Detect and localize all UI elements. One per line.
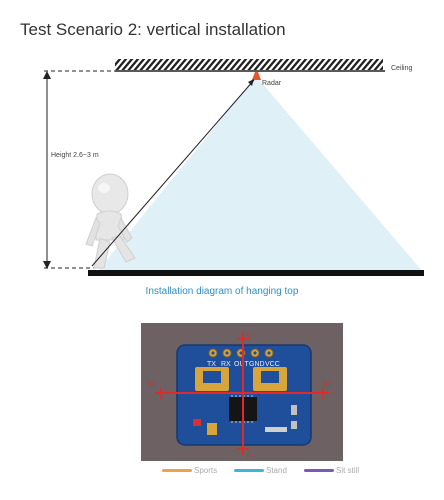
angle-label-left: 90° bbox=[147, 382, 157, 388]
height-arrow-top-head bbox=[43, 71, 51, 79]
led-red bbox=[193, 419, 201, 426]
angle-label-bottom: 0° bbox=[247, 454, 253, 460]
ceiling-hatch bbox=[115, 59, 383, 70]
radar-beam bbox=[97, 76, 423, 272]
legend: Sports Stand Sit still bbox=[162, 466, 372, 480]
pin-label-rx: RX bbox=[221, 361, 231, 368]
radar-label: Radar bbox=[262, 80, 282, 87]
diagram-caption: Installation diagram of hanging top bbox=[145, 286, 299, 297]
pin-label-vcc: VCC bbox=[265, 361, 280, 368]
legend-swatch-sit-still bbox=[304, 469, 334, 472]
floor bbox=[88, 270, 424, 276]
legend-swatch-sports bbox=[162, 469, 192, 472]
legend-swatch-stand bbox=[234, 469, 264, 472]
pin-label-tx: TX bbox=[207, 361, 216, 368]
pin-label-out: OUT bbox=[234, 361, 250, 368]
legend-label-stand: Stand bbox=[266, 466, 287, 475]
legend-label-sports: Sports bbox=[194, 466, 218, 475]
radar-icon bbox=[252, 72, 261, 80]
legend-item-sit-still: Sit still bbox=[304, 466, 359, 475]
legend-label-sit-still: Sit still bbox=[336, 466, 360, 475]
legend-item-stand: Stand bbox=[234, 466, 287, 475]
pin-label-gnd: GND bbox=[249, 361, 265, 368]
height-arrow-bottom-head bbox=[43, 261, 51, 269]
radar-line-arrow-icon bbox=[248, 79, 254, 86]
installation-diagram: Ceiling Radar Height 2.6~3 m bbox=[43, 59, 424, 276]
person-figure bbox=[85, 173, 136, 269]
angle-label-top: 0° bbox=[247, 333, 253, 339]
radar-board-photo: TX RX OUT GND VCC 0° 90° 90° 0° bbox=[141, 323, 343, 461]
ceiling-label: Ceiling bbox=[391, 65, 413, 72]
radar-to-floor-line bbox=[91, 79, 255, 267]
page-title: Test Scenario 2: vertical installation bbox=[20, 20, 286, 39]
angle-label-right: 90° bbox=[323, 382, 333, 388]
legend-item-sports: Sports bbox=[162, 466, 217, 475]
height-label: Height 2.6~3 m bbox=[51, 152, 99, 159]
